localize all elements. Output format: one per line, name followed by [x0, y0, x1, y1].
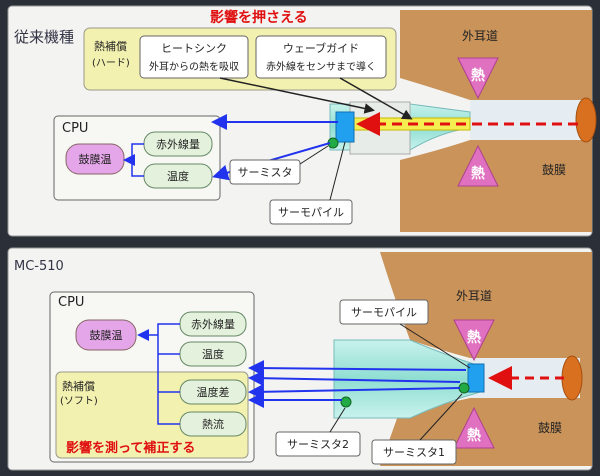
top-comp-label-1: 熱補償 — [94, 39, 127, 53]
top-section-title: 従来機種 — [14, 28, 74, 46]
bottom-temp-diff-label: 温度差 — [197, 385, 230, 399]
top-thermistor-box — [229, 159, 301, 185]
bottom-headline: 影響を測って補正する — [66, 440, 195, 456]
bottom-temperature-label: 温度 — [202, 347, 224, 361]
top-thermistor-leader — [299, 145, 329, 165]
top-waveguide-title: ウェーブガイド — [283, 41, 359, 55]
bottom-thermopile-box — [339, 299, 429, 325]
bottom-cpu-label: CPU — [58, 295, 84, 310]
top-eardrum-shape — [575, 97, 597, 143]
bottom-panel: MC-510 熱 熱 外耳道 鼓膜 CPU 鼓膜温 赤外線量 温度 熱補償 — [7, 247, 593, 471]
top-ir-amount-label: 赤外線量 — [156, 137, 200, 151]
bottom-ir-signal-arrow — [248, 360, 467, 377]
bottom-section-title: MC-510 — [14, 259, 64, 274]
bottom-thermopile-leader — [399, 323, 471, 369]
bottom-eardrum-label: 鼓膜 — [538, 421, 562, 435]
top-thermopile-label: サーモパイル — [278, 206, 344, 219]
top-cpu-merge-arrow — [126, 143, 144, 177]
top-heat-label-lower: 熱 — [471, 165, 485, 182]
top-tissue — [400, 10, 592, 232]
top-headline: 影響を押さえる — [210, 9, 308, 26]
top-ear-canal-shape — [470, 100, 590, 140]
bottom-eardrum-temp-label: 鼓膜温 — [90, 328, 123, 342]
top-ear-canal-label: 外耳道 — [462, 29, 498, 43]
bottom-heat-flow-label: 熱流 — [202, 417, 224, 431]
top-heatsink-box — [139, 35, 249, 79]
top-heat-arrow-lower: 熱 — [457, 144, 499, 187]
top-heatsink-leader — [219, 77, 375, 114]
top-heat-arrow-upper: 熱 — [457, 57, 499, 100]
bottom-thermistor-1-dot — [458, 382, 470, 394]
top-heatsink-title: ヒートシンク — [161, 42, 227, 55]
top-waveguide-leader — [339, 77, 413, 120]
bottom-thermistor-2-label: サーミスタ2 — [287, 438, 349, 451]
top-panel: 従来機種 熱 熱 外耳道 鼓膜 熱補償 (ハード) ヒートシンク 外耳からの熱を… — [7, 5, 597, 237]
top-heat-label-upper: 熱 — [471, 67, 485, 84]
bottom-ear-canal-label: 外耳道 — [456, 289, 492, 303]
bottom-thermistor-1-label: サーミスタ1 — [383, 446, 445, 459]
bottom-eardrum-shape — [561, 355, 583, 401]
top-eardrum-temp-label: 鼓膜温 — [79, 152, 112, 166]
bottom-tissue — [380, 252, 592, 466]
top-eardrum-label: 鼓膜 — [542, 163, 566, 177]
top-thermistor-label: サーミスタ — [238, 166, 293, 179]
bottom-comp-label-1: 熱補償 — [62, 379, 95, 393]
bottom-cpu-merge-arrow — [140, 323, 180, 425]
bottom-thermopile-label: サーモパイル — [351, 306, 417, 319]
bottom-heat-arrow-upper: 熱 — [453, 319, 495, 362]
top-sensor — [335, 111, 355, 143]
bottom-thermistor-1-leader — [419, 393, 463, 441]
bottom-comp-label-2: (ソフト) — [60, 396, 98, 407]
bottom-thermistor-2-box — [275, 431, 361, 457]
top-waveguide-desc: 赤外線をセンサまで導く — [266, 60, 376, 73]
bottom-thermistor-1-box — [371, 439, 457, 465]
top-waveguide-box — [255, 35, 387, 79]
top-heatsink-desc: 外耳からの熱を吸収 — [149, 60, 239, 73]
bottom-heat-label-upper: 熱 — [467, 329, 481, 346]
bottom-sensor — [467, 363, 485, 393]
top-comp-label-2: (ハード) — [92, 58, 130, 69]
bottom-heat-label-lower: 熱 — [467, 427, 481, 444]
top-cpu-label: CPU — [62, 121, 88, 136]
bottom-thermistor-2-dot — [340, 396, 352, 408]
top-thermopile-leader — [329, 141, 346, 201]
bottom-temp-diff-signal-arrow — [248, 383, 461, 400]
top-temperature-label: 温度 — [167, 169, 189, 183]
bottom-heat-arrow-lower: 熱 — [453, 406, 495, 449]
top-thermopile-box — [269, 199, 353, 225]
bottom-thermistor-2-leader — [329, 407, 346, 433]
bottom-temp-signal-arrow — [248, 370, 461, 387]
bottom-ir-amount-label: 赤外線量 — [191, 317, 235, 331]
